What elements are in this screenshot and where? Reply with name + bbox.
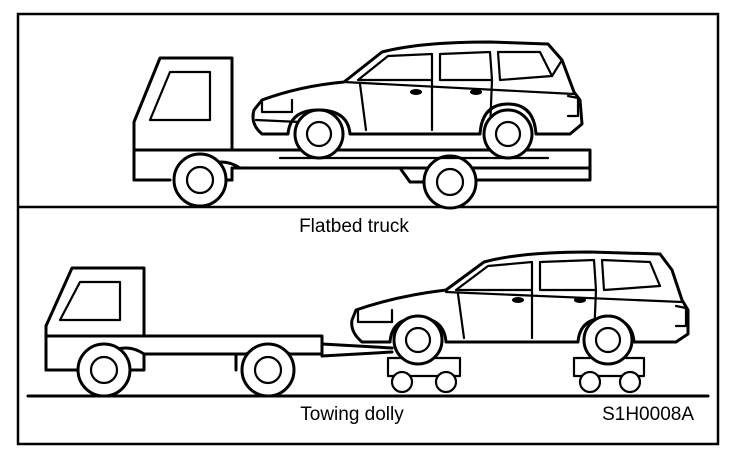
flatbed-car-rear-wheel xyxy=(482,108,534,160)
tow-cab xyxy=(44,266,146,372)
flatbed-cab-window xyxy=(148,70,212,122)
flatbed-rear-wheel xyxy=(422,154,478,210)
tow-front-wheel xyxy=(76,342,132,398)
dolly-car-rear-wheel xyxy=(582,314,634,366)
flatbed-truck-illustration xyxy=(132,56,592,210)
dolly-caption: Towing dolly xyxy=(300,404,404,425)
flatbed-car-front-wheel xyxy=(293,108,345,160)
car-on-flatbed xyxy=(251,40,584,160)
tow-cab-window xyxy=(58,280,122,322)
flatbed-cab xyxy=(132,56,234,182)
tow-bar xyxy=(320,342,394,358)
tow-rear-wheel xyxy=(240,342,296,398)
flatbed-caption: Flatbed truck xyxy=(299,216,409,237)
car-on-dolly xyxy=(350,250,690,366)
dolly-car-front-wheel xyxy=(392,314,444,366)
figure-code: S1H0008A xyxy=(602,404,694,425)
flatbed-front-wheel xyxy=(172,152,228,208)
